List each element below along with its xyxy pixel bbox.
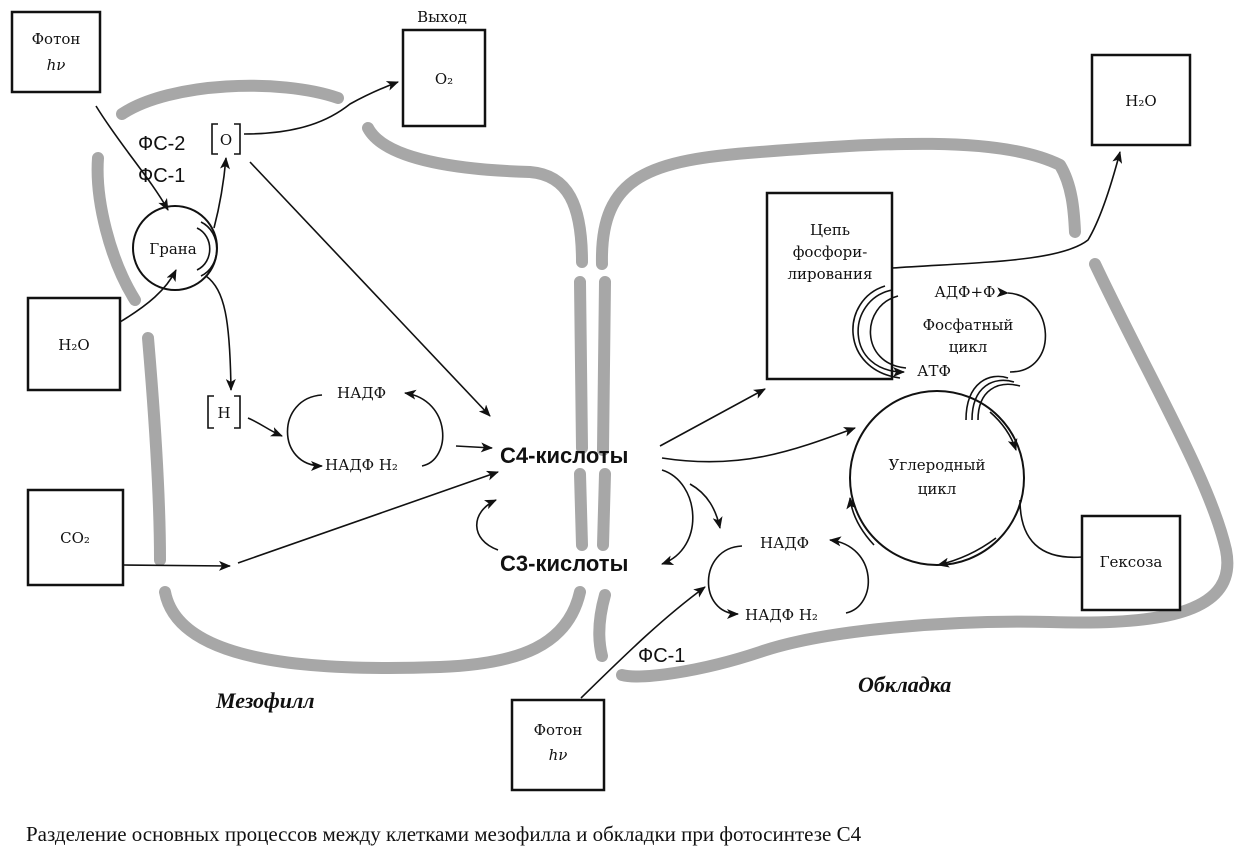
photon-bottom-title: Фотон	[534, 721, 583, 739]
phosphorylation-line-1: Цепь	[810, 221, 850, 239]
grana-circle: Грана	[132, 205, 218, 291]
adp-label: АДФ+Ф	[934, 283, 995, 301]
h2o-in-box: H₂O	[26, 296, 122, 392]
h2o-out-label: H₂O	[1125, 92, 1156, 110]
photon-top-sub: hν	[47, 56, 66, 74]
carbon-cycle-circle: Углеродный цикл	[849, 390, 1025, 566]
h2o-out-box: H₂O	[1090, 53, 1192, 147]
atp-label: АТФ	[917, 362, 951, 380]
c4-acids-label: С4-кислоты	[500, 443, 628, 468]
mesophyll-label: Мезофилл	[215, 688, 315, 713]
fs1-bottom-label: ФС-1	[638, 645, 685, 667]
carbon-cycle-line-1: Углеродный	[889, 456, 986, 474]
output-label: Выход	[417, 8, 467, 26]
nadp-cycle-right: НАДФ НАДФ H₂	[707, 534, 869, 624]
nadp-left-label: НАДФ	[337, 384, 386, 402]
mesophyll-cell-wall	[91, 79, 588, 674]
c3-acids-label: С3-кислоты	[500, 551, 628, 576]
photon-top-box: Фотон hν	[10, 10, 102, 94]
photon-top-title: Фотон	[32, 30, 81, 48]
caption: Разделение основных процессов между клет…	[26, 822, 862, 846]
photon-bottom-box: Фотон hν	[510, 698, 606, 792]
flow-arrows	[95, 81, 1123, 699]
phosphate-cycle: АДФ+Ф Фосфатный цикл АТФ	[852, 283, 1047, 421]
nadph2-left-label: НАДФ H₂	[325, 456, 398, 474]
h2o-in-label: H₂O	[58, 336, 89, 354]
o2-box: O₂	[401, 28, 487, 128]
carbon-cycle-line-2: цикл	[918, 480, 957, 498]
bracket-o-label: O	[220, 131, 232, 149]
bracket-h: H	[207, 395, 241, 429]
phosphorylation-chain-box: Цепь фосфори- лирования	[765, 191, 894, 381]
grana-label: Грана	[149, 240, 196, 258]
phosphorylation-line-2: фосфори-	[793, 243, 868, 261]
bracket-o: O	[211, 123, 241, 155]
bundle-sheath-cell-wall	[593, 137, 1234, 683]
fs2-label: ФС-2	[138, 133, 185, 155]
co2-label: CO₂	[60, 529, 90, 547]
nadp-cycle-left: НАДФ НАДФ H₂	[286, 384, 444, 474]
bundle-sheath-label: Обкладка	[858, 672, 951, 697]
photon-bottom-sub: hν	[549, 746, 568, 764]
phosphorylation-line-3: лирования	[787, 265, 872, 283]
o2-label: O₂	[435, 70, 453, 88]
nadp-right-label: НАДФ	[760, 534, 809, 552]
hexose-box: Гексоза	[1080, 514, 1182, 612]
hexose-label: Гексоза	[1100, 553, 1163, 571]
nadph2-right-label: НАДФ H₂	[745, 606, 818, 624]
bracket-h-label: H	[217, 404, 230, 422]
co2-box: CO₂	[26, 488, 125, 587]
phosphate-cycle-line-1: Фосфатный	[923, 316, 1014, 334]
phosphate-cycle-line-2: цикл	[949, 338, 988, 356]
